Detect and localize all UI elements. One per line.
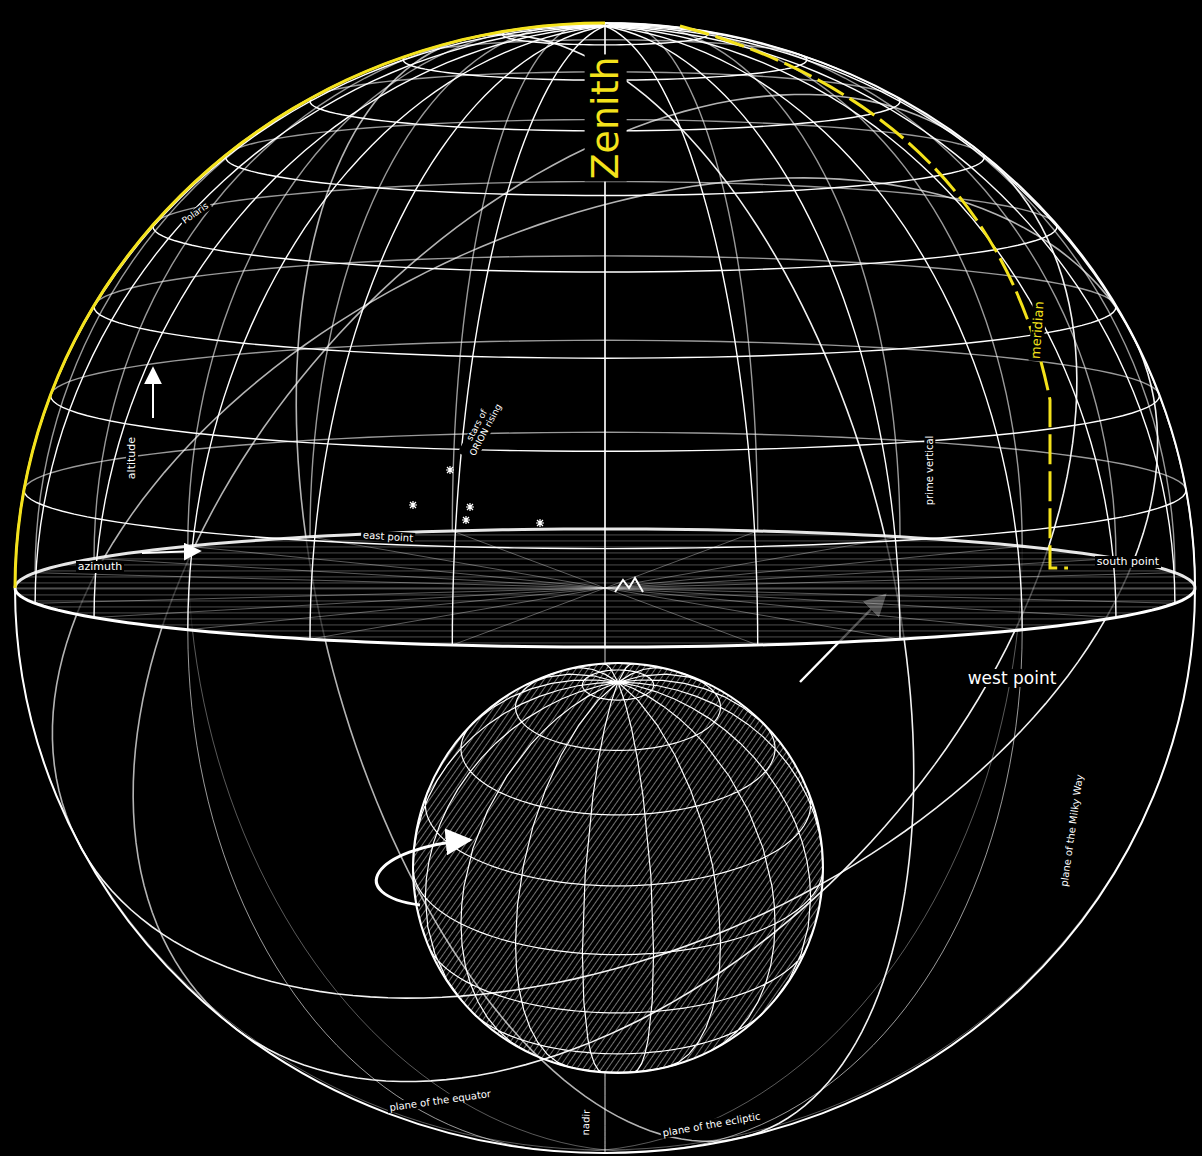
earth-hatching [413, 663, 823, 1073]
altitude-circle [97, 256, 1115, 304]
azimuth-circle [711, 32, 1116, 558]
star-symbol [446, 466, 454, 474]
coordinate-label: azimuth [76, 561, 125, 573]
azimuth-circle [310, 24, 564, 536]
azimuth-arrow [142, 551, 200, 553]
lower-meridian [547, 1150, 605, 1152]
altitude-circle [24, 487, 605, 548]
altitude-circle [605, 29, 707, 45]
azimuth-circle [626, 24, 757, 531]
nadir-label: nadir [580, 1107, 592, 1137]
coordinate-label: altitude [126, 435, 138, 481]
horizon-circle [605, 588, 1195, 647]
altitude-circle [226, 152, 605, 196]
azimuth-circle [605, 26, 837, 69]
plane-label: plane of the equator [387, 1087, 494, 1113]
point-label: west point [966, 669, 1059, 688]
azimuth-circle [188, 26, 605, 630]
horizon-radial-line [605, 573, 1175, 588]
meridian-line [15, 23, 605, 588]
altitude-circle [51, 340, 1159, 395]
azimuth-circle [35, 26, 605, 603]
altitude-circle [25, 432, 1186, 490]
star-name: Polaris [179, 200, 212, 227]
meridian-label: meridian [1029, 299, 1048, 362]
plane-label: plane of the Milky Way [1058, 771, 1085, 889]
horizon-radial-line [35, 588, 605, 603]
azimuth-circle [605, 26, 1175, 603]
zenith-label: Zenith [585, 54, 627, 181]
horizon-radial-line [188, 588, 605, 630]
azimuth-circle [837, 68, 1175, 572]
altitude-circle [156, 182, 1057, 225]
milky-way-circle [742, 639, 914, 1138]
altitude-circle [605, 396, 1159, 451]
horizon-radial-line [452, 531, 605, 588]
altitude-circle [403, 54, 605, 80]
altitude-circle [605, 490, 1186, 548]
azimuth-circle [15, 26, 605, 588]
constellation-label: stars of ORION rising [458, 394, 506, 462]
horizon-radial-line [35, 573, 605, 588]
horizon-radial-line [605, 546, 1022, 588]
azimuth-circle [605, 26, 1022, 630]
meridian-line [680, 26, 1068, 568]
star-symbol [409, 501, 417, 509]
horizon-radial-line [605, 588, 1116, 618]
alt-azimuth-grid [15, 23, 1195, 647]
ecliptic-circle [76, 338, 1157, 998]
horizon-circle [15, 588, 605, 647]
observer-figure [615, 578, 643, 592]
ecliptic-circle [105, 178, 1134, 557]
circle-label: prime vertical [924, 433, 935, 507]
rotation-arrow [376, 840, 470, 905]
azimuth-circle [677, 27, 1022, 546]
azimuth-circle [452, 26, 605, 645]
earth-globe [413, 663, 823, 1073]
altitude-circle [413, 40, 800, 55]
point-label: south point [1095, 556, 1161, 568]
point-label: east point [361, 529, 416, 544]
horizon-radial-line [94, 558, 605, 588]
star-symbol [466, 503, 474, 511]
horizon-radial-line [452, 588, 605, 645]
horizon-radial-line [605, 537, 900, 588]
horizon-radial-line [310, 588, 605, 639]
altitude-circle [94, 302, 605, 358]
horizon-radial-line [15, 588, 605, 589]
azimuth-circle [646, 24, 900, 536]
altitude-circle [605, 224, 1057, 272]
altitude-circle [310, 95, 605, 131]
azimuth-circle [605, 26, 758, 645]
star-symbol [462, 516, 470, 524]
earth-graticule [413, 664, 823, 1073]
sphere-outline [15, 23, 1195, 1153]
horizon-radial-line [605, 531, 758, 588]
horizon-radial-line [605, 588, 758, 645]
horizon-circle [15, 529, 1195, 588]
star-symbol [536, 519, 544, 527]
azimuth-circle [188, 27, 533, 546]
horizon-radial-line [605, 588, 1175, 603]
azimuth-circle [94, 32, 499, 558]
azimuth-circle [452, 24, 583, 531]
horizon-radial-line [605, 588, 1195, 589]
altitude-arrow [152, 368, 154, 418]
altitude-circle [153, 222, 605, 272]
plane-label: plane of the ecliptic [660, 1110, 763, 1139]
